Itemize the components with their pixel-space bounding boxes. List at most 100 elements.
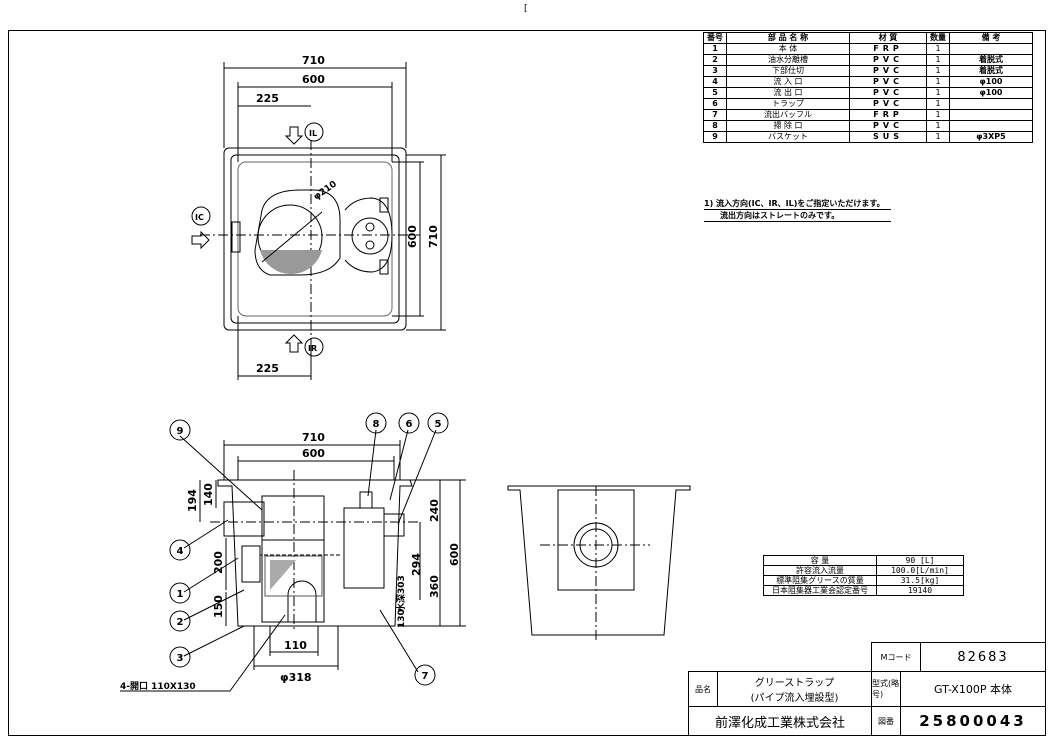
company-name: 前澤化成工業株式会社 — [688, 706, 872, 736]
part-material: PVC — [849, 87, 927, 99]
part-material: FRP — [849, 109, 927, 121]
parts-header-no: 番号 — [703, 32, 727, 44]
spec-label: 日本阻集器工業会認定番号 — [763, 585, 877, 596]
spec-label: 容 量 — [763, 555, 877, 566]
inlet-arrow-top — [284, 126, 304, 145]
sec-dim-710: 710 — [302, 431, 325, 444]
sec-dim-130: 130 — [397, 609, 407, 628]
part-material: PVC — [849, 54, 927, 66]
spec-value: 100.0[L/min] — [876, 565, 964, 576]
section-body — [217, 479, 413, 627]
part-qty: 1 — [926, 98, 950, 110]
drawing-frame — [8, 30, 1046, 736]
part-note: φ3XP5 — [949, 131, 1033, 143]
part-qty: 1 — [926, 120, 950, 132]
side-view — [507, 485, 691, 640]
drawing-number: 25800043 — [900, 706, 1046, 736]
notes: 1) 流入方向(IC、IR、IL)をご指定いただけます。 流出方向はストレートの… — [704, 198, 891, 222]
part-name: 流 出 口 — [726, 87, 850, 99]
part-material: PVC — [849, 65, 927, 77]
part-material: PVC — [849, 120, 927, 132]
callout-9: 9 — [177, 426, 184, 437]
spec-label: 標準阻集グリースの質量 — [763, 575, 877, 586]
model-value: GT-X100P 本体 — [900, 671, 1046, 707]
plan-dim-225-top: 225 — [256, 92, 279, 105]
part-no: 5 — [703, 87, 727, 99]
part-material: PVC — [849, 76, 927, 88]
model-label: 型式(略号) — [871, 671, 901, 707]
part-note — [949, 109, 1033, 121]
part-no: 9 — [703, 131, 727, 143]
part-name: 掃 除 口 — [726, 120, 850, 132]
sec-dim-140: 140 — [202, 483, 215, 506]
part-qty: 1 — [926, 131, 950, 143]
parts-header-qty: 数量 — [926, 32, 950, 44]
part-name: トラップ — [726, 98, 850, 110]
callout-8: 8 — [373, 419, 380, 430]
part-name: 下部仕切 — [726, 65, 850, 77]
title-block: Mコード 82683 品名 グリーストラップ (パイプ流入埋設型) 型式(略号)… — [688, 642, 1046, 736]
callout-5: 5 — [435, 419, 442, 430]
name-label: 品名 — [688, 671, 718, 707]
parts-header-note: 備 考 — [949, 32, 1033, 44]
part-material: PVC — [849, 98, 927, 110]
callout-1: 1 — [177, 589, 184, 600]
sec-dim-318: φ318 — [280, 671, 312, 684]
spec-value: 90 [L] — [876, 555, 964, 566]
section-view — [120, 412, 466, 692]
plan-dim-710-right: 710 — [427, 225, 440, 248]
inlet-label-ic: IC — [195, 213, 204, 222]
inlet-arrow-bottom — [284, 334, 304, 353]
callout-2: 2 — [177, 617, 184, 628]
part-no: 6 — [703, 98, 727, 110]
part-note: φ100 — [949, 76, 1033, 88]
part-no: 3 — [703, 65, 727, 77]
plan-dim-600: 600 — [302, 73, 325, 86]
spec-value: 19140 — [876, 585, 964, 596]
part-no: 1 — [703, 43, 727, 55]
part-qty: 1 — [926, 43, 950, 55]
part-note: φ100 — [949, 87, 1033, 99]
part-note — [949, 43, 1033, 55]
sec-dim-600-right: 600 — [448, 543, 461, 566]
product-name-line2: (パイプ流入埋設型) — [750, 693, 839, 704]
sec-dim-150: 150 — [212, 595, 225, 618]
inlet-label-il: IL — [309, 129, 317, 138]
product-name-line1: グリーストラップ — [754, 678, 835, 689]
spec-value: 31.5[kg] — [876, 575, 964, 586]
parts-header-material: 材 質 — [849, 32, 927, 44]
part-name: 流出バッフル — [726, 109, 850, 121]
sec-dim-110: 110 — [284, 639, 307, 652]
sec-dim-194: 194 — [186, 489, 199, 512]
sec-dim-303: 水深303 — [395, 575, 407, 612]
part-name: 油水分離槽 — [726, 54, 850, 66]
sec-dim-200: 200 — [212, 551, 225, 574]
plan-outer-rim — [223, 147, 407, 331]
part-qty: 1 — [926, 109, 950, 121]
note-inflow: 1) 流入方向(IC、IR、IL)をご指定いただけます。 — [704, 198, 891, 210]
header-mark: [ — [524, 4, 528, 14]
part-qty: 1 — [926, 76, 950, 88]
part-qty: 1 — [926, 54, 950, 66]
sec-dim-240: 240 — [428, 499, 441, 522]
note-outflow: 流出方向はストレートのみです。 — [704, 210, 891, 222]
plan-dim-225-bottom: 225 — [256, 362, 279, 375]
callout-3: 3 — [177, 653, 184, 664]
plan-view — [191, 62, 446, 380]
part-qty: 1 — [926, 87, 950, 99]
product-name: グリーストラップ (パイプ流入埋設型) — [717, 671, 872, 707]
part-no: 7 — [703, 109, 727, 121]
part-no: 2 — [703, 54, 727, 66]
